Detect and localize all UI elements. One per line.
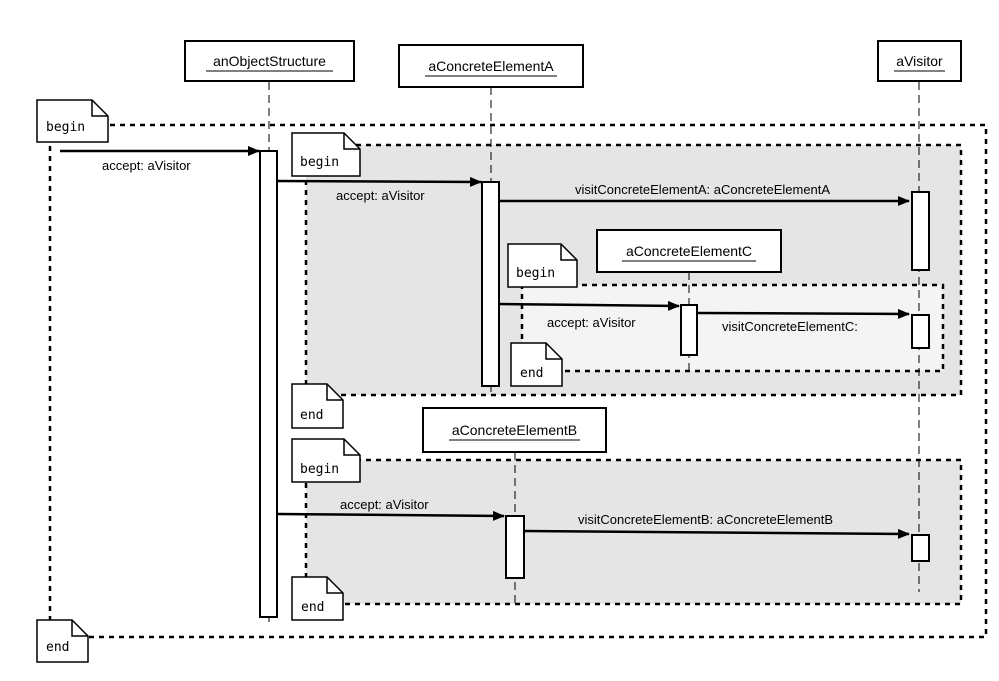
message-2-label: accept: aVisitor <box>336 188 425 203</box>
note-begin-a: begin <box>291 132 361 177</box>
note-end-b: end <box>291 576 344 621</box>
note-end-c: end <box>510 342 563 387</box>
outer-loop-frame <box>48 123 988 639</box>
message-1: accept: aVisitor <box>60 146 260 173</box>
activation-visitor-a <box>911 191 930 271</box>
activation-element-b <box>505 515 525 579</box>
object-element-c-box: aConcreteElementC <box>596 229 782 273</box>
message-1-label: accept: aVisitor <box>102 158 191 173</box>
note-begin-c-text: begin <box>516 266 555 281</box>
message-3-label: visitConcreteElementA: aConcreteElementA <box>575 182 830 197</box>
message-2: accept: aVisitor <box>276 176 482 203</box>
message-7-label: visitConcreteElementB: aConcreteElementB <box>578 512 833 527</box>
note-end-b-text: end <box>301 600 324 615</box>
note-end-outer: end <box>36 619 89 663</box>
note-begin-a-text: begin <box>300 155 339 170</box>
object-visitor-name: aVisitor <box>896 53 943 69</box>
note-begin-c: begin <box>507 243 578 288</box>
activation-structure <box>259 150 278 618</box>
note-begin-b-text: begin <box>300 462 339 477</box>
message-3: visitConcreteElementA: aConcreteElementA <box>499 182 910 206</box>
message-4: accept: aVisitor <box>498 300 680 330</box>
activation-element-c <box>680 304 698 356</box>
message-4-label: accept: aVisitor <box>547 315 636 330</box>
note-end-c-text: end <box>520 366 543 381</box>
message-6-label: accept: aVisitor <box>340 497 429 512</box>
message-5-label: visitConcreteElementC: <box>722 319 858 334</box>
object-element-b-box: aConcreteElementB <box>422 407 607 453</box>
object-structure-name: anObjectStructure <box>213 53 326 69</box>
object-element-b-name: aConcreteElementB <box>452 422 577 438</box>
note-end-outer-text: end <box>46 640 69 655</box>
object-element-a-box: aConcreteElementA <box>398 44 584 88</box>
loop-frame-element-c <box>520 283 945 373</box>
note-begin-outer: begin <box>36 99 109 143</box>
message-5: visitConcreteElementC: <box>696 308 910 334</box>
message-6: accept: aVisitor <box>276 497 505 521</box>
note-begin-outer-text: begin <box>46 120 85 135</box>
note-begin-b: begin <box>291 438 361 483</box>
note-end-a-text: end <box>300 408 323 423</box>
activation-visitor-b <box>911 534 930 562</box>
object-visitor-box: aVisitor <box>877 40 962 82</box>
activation-visitor-c <box>911 314 930 349</box>
note-end-a: end <box>291 383 344 429</box>
activation-element-a <box>481 181 500 387</box>
message-7: visitConcreteElementB: aConcreteElementB <box>523 512 910 539</box>
object-element-a-name: aConcreteElementA <box>428 58 554 74</box>
object-element-c-name: aConcreteElementC <box>626 243 752 259</box>
object-structure-box: anObjectStructure <box>184 40 355 82</box>
